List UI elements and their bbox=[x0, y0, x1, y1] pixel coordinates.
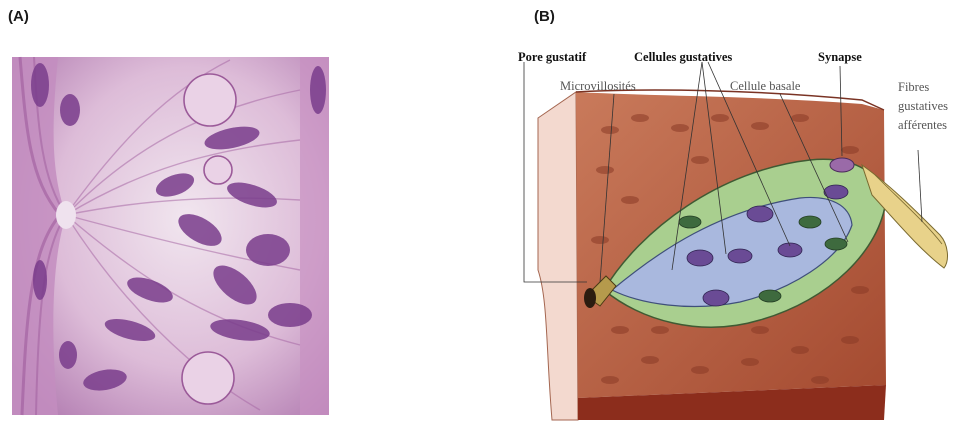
taste-bud-diagram bbox=[524, 62, 947, 420]
label-taste-cells: Cellules gustatives bbox=[634, 50, 732, 64]
label-synapse: Synapse bbox=[818, 50, 862, 64]
label-pore: Pore gustatif bbox=[518, 50, 586, 64]
histology-micrograph bbox=[12, 57, 329, 415]
label-microvilli: Microvillosités bbox=[560, 79, 636, 93]
label-fibres-line3: afférentes bbox=[898, 118, 947, 132]
label-basal-cell: Cellule basale bbox=[730, 79, 800, 93]
label-fibres-line2: gustatives bbox=[898, 99, 948, 113]
label-fibres-line1: Fibres bbox=[898, 80, 929, 94]
